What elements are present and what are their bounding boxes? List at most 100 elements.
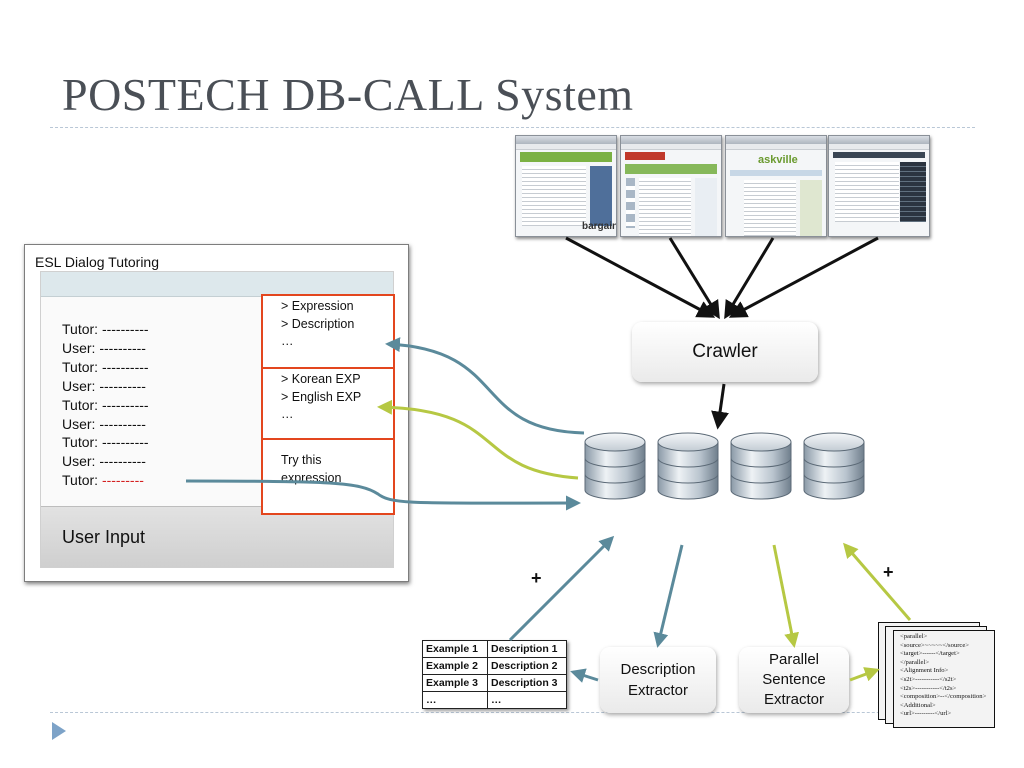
plus-sign-right: + (883, 562, 894, 582)
slide-bullet-icon (52, 722, 66, 740)
docs-to-db-arrow (843, 542, 912, 621)
web-screenshot-4 (828, 135, 930, 237)
askville-logo: askville (758, 154, 798, 166)
try-expression-box: Try this expression (261, 438, 395, 515)
esl-panel-title: ESL Dialog Tutoring (35, 254, 159, 270)
footer-divider (50, 712, 975, 713)
dialog-text: ---------- (101, 358, 149, 375)
dialog-line: Tutor: ---------- (62, 320, 149, 339)
web-screenshot-2 (620, 135, 722, 237)
dialog-line: User: ---------- (62, 339, 149, 358)
database-icon-3 (730, 432, 792, 500)
page-title: POSTECH DB-CALL System (62, 69, 634, 120)
database-icon-4 (803, 432, 865, 500)
crawl-arrow-3 (724, 237, 775, 320)
dialog-speaker: Tutor: (62, 358, 102, 375)
esl-window-header (41, 272, 393, 297)
example-cell: Example 1 (422, 640, 488, 658)
db-to-description-extractor-arrow (653, 544, 684, 648)
crawler-box: Crawler (632, 322, 818, 382)
description-cell: Description 3 (487, 674, 567, 692)
description-cell: Description 1 (487, 640, 567, 658)
dialog-speaker: User: (62, 377, 100, 394)
title-divider (50, 127, 975, 128)
example-cell: Example 3 (422, 674, 488, 692)
xml-line: <Alignment Info> (900, 667, 949, 675)
user-input-field[interactable]: User Input (41, 506, 393, 567)
description-extractor-line1: Description (620, 661, 696, 678)
dialog-line: Tutor: ---------- (62, 433, 149, 452)
description-cell: … (487, 691, 567, 709)
database-icon-1 (584, 432, 646, 500)
table-to-db-arrow (508, 535, 615, 642)
dialog-speaker: Tutor: (62, 434, 102, 451)
plus-sign-left: + (531, 568, 542, 588)
dialog-text: ---------- (101, 434, 149, 451)
expression-box: > Expression > Description … (261, 294, 395, 371)
table-row: …… (422, 691, 567, 709)
dialog-line: Tutor: --------- (62, 471, 149, 490)
dialog-line: User: ---------- (62, 377, 149, 396)
description-extractor-box: Description Extractor (600, 647, 716, 713)
xml-document-text: <parallel><source>~~~~~</source><target>… (900, 633, 986, 719)
dialog-speaker: Tutor: (62, 396, 102, 413)
parallel-sentence-extractor-box: Parallel Sentence Extractor (739, 647, 849, 713)
xml-line: <composition>--</composition> (900, 693, 987, 701)
crawl-arrow-2 (668, 237, 720, 320)
user-input-label: User Input (62, 527, 146, 547)
korean-exp-line: > Korean EXP (281, 372, 361, 386)
ellipsis-line: … (281, 334, 294, 348)
dialog-speaker: User: (62, 339, 100, 356)
expression-line: > Expression (281, 299, 354, 313)
database-icon-2 (657, 432, 719, 500)
dialog-speaker: Tutor: (62, 472, 102, 489)
web-screenshot-3: askville (725, 135, 827, 237)
dialog-line: Tutor: ---------- (62, 396, 149, 415)
ellipsis-line: … (281, 407, 294, 421)
dialog-text: ---------- (101, 396, 149, 413)
dialog-line: User: ---------- (62, 452, 149, 471)
parallel-extractor-line3: Extractor (763, 691, 824, 708)
parallel-extractor-line1: Parallel (768, 651, 820, 668)
dialog-text: --------- (101, 472, 144, 489)
bargain-logo: bargain (582, 221, 617, 232)
xml-line: <target>------</target> (900, 650, 960, 658)
description-cell: Description 2 (487, 657, 567, 675)
xml-doc-front (893, 630, 995, 728)
dialog-text: ---------- (99, 453, 146, 470)
example-cell: … (422, 691, 488, 709)
dialog-text: ---------- (99, 415, 146, 432)
description-extractor-line2: Extractor (627, 682, 688, 699)
xml-line: <parallel> (900, 633, 928, 640)
xml-line: </parallel> (900, 658, 930, 666)
try-this-line: Try this (281, 453, 322, 467)
description-line: > Description (281, 316, 355, 331)
dialog-text: ---------- (99, 377, 146, 394)
english-exp-line: > English EXP (281, 389, 362, 404)
dialog-speaker: Tutor: (62, 321, 102, 337)
parallel-extractor-line2: Sentence (762, 671, 826, 688)
description-extractor-to-table-arrow (570, 668, 599, 683)
db-to-parallel-extractor-arrow (772, 544, 800, 648)
xml-line: <t2s>-----------</t2s> (900, 684, 957, 692)
xml-line: <s2t>-----------</s2t> (900, 675, 957, 683)
dialog-speaker: User: (62, 415, 100, 432)
xml-line: <url>---------</url> (900, 710, 952, 718)
xml-line: <source>~~~~~</source> (900, 641, 969, 649)
crawl-arrow-4 (728, 236, 879, 318)
db-to-translation-arrow (377, 399, 579, 480)
dialog-line: Tutor: ---------- (62, 358, 149, 377)
crawl-arrow-1 (565, 236, 716, 318)
dialog-speaker: User: (62, 453, 100, 470)
example-cell: Example 2 (422, 657, 488, 675)
dialog-transcript: Tutor: ----------User: ----------Tutor: … (62, 320, 149, 490)
db-to-expression-arrow (385, 337, 585, 435)
parallel-extractor-to-docs-arrow (849, 667, 880, 682)
dialog-text: ---------- (101, 321, 149, 337)
translation-box: > Korean EXP > English EXP … (261, 367, 395, 442)
dialog-line: User: ---------- (62, 415, 149, 434)
